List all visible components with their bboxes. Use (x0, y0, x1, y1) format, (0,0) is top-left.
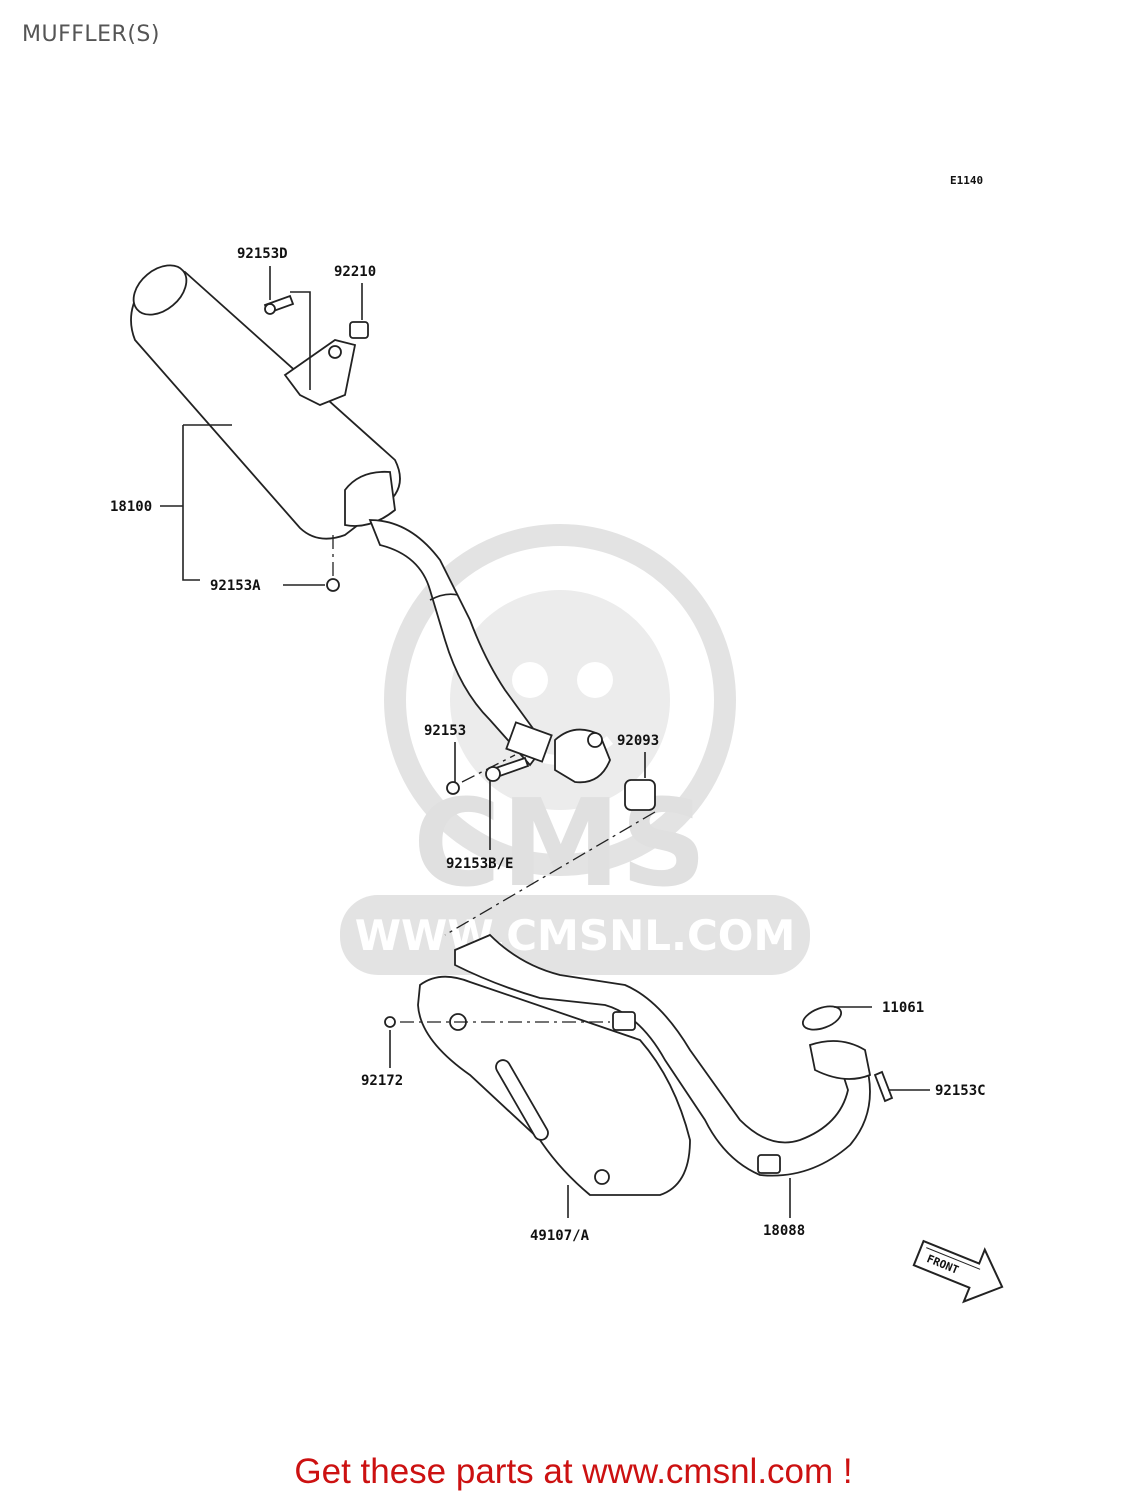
bolt-92153D[interactable] (263, 294, 295, 315)
exhaust-pipe-18088[interactable] (454, 933, 872, 1177)
nut-92210[interactable] (349, 321, 369, 339)
front-arrow-icon: FRONT (912, 1239, 1004, 1304)
watermark-url: WWW.CMSNL.COM (355, 911, 796, 960)
heat-guard-49107A[interactable] (417, 975, 691, 1196)
bolt-92153C[interactable] (873, 1070, 894, 1103)
label-49107A[interactable]: 49107/A (530, 1228, 590, 1244)
gasket-92093[interactable] (624, 779, 656, 811)
label-92153D[interactable]: 92153D (237, 246, 288, 262)
bolt-92153[interactable] (446, 781, 460, 795)
label-18088[interactable]: 18088 (763, 1223, 805, 1239)
label-92093[interactable]: 92093 (617, 733, 659, 749)
label-92210[interactable]: 92210 (334, 264, 376, 280)
alignment-lines (332, 535, 656, 1023)
label-92153A[interactable]: 92153A (210, 578, 261, 594)
label-18100[interactable]: 18100 (110, 499, 152, 515)
bolt-92172[interactable] (384, 1016, 396, 1028)
label-11061[interactable]: 11061 (882, 1000, 924, 1016)
footer-link[interactable]: Get these parts at www.cmsnl.com ! (294, 1452, 853, 1491)
gasket-11061[interactable] (800, 1002, 844, 1034)
label-92153C[interactable]: 92153C (935, 1083, 986, 1099)
clamp-assembly[interactable] (505, 721, 611, 784)
muffler-18100[interactable] (124, 255, 547, 767)
label-92153[interactable]: 92153 (424, 723, 466, 739)
label-92153B-E[interactable]: 92153B/E (446, 856, 513, 872)
diagram-code: E1140 (950, 174, 983, 187)
watermark-brand: CMS (413, 775, 707, 914)
bolt-92153B-E[interactable] (485, 756, 530, 782)
part-labels: 92153D 92210 18100 92153A 92153 92093 92… (110, 246, 986, 1244)
watermark: CMS WWW.CMSNL.COM (340, 524, 810, 975)
label-92172[interactable]: 92172 (361, 1073, 403, 1089)
page-title: MUFFLER(S) (22, 22, 160, 47)
leader-lines (160, 266, 930, 1218)
bolt-92153A[interactable] (326, 578, 340, 592)
